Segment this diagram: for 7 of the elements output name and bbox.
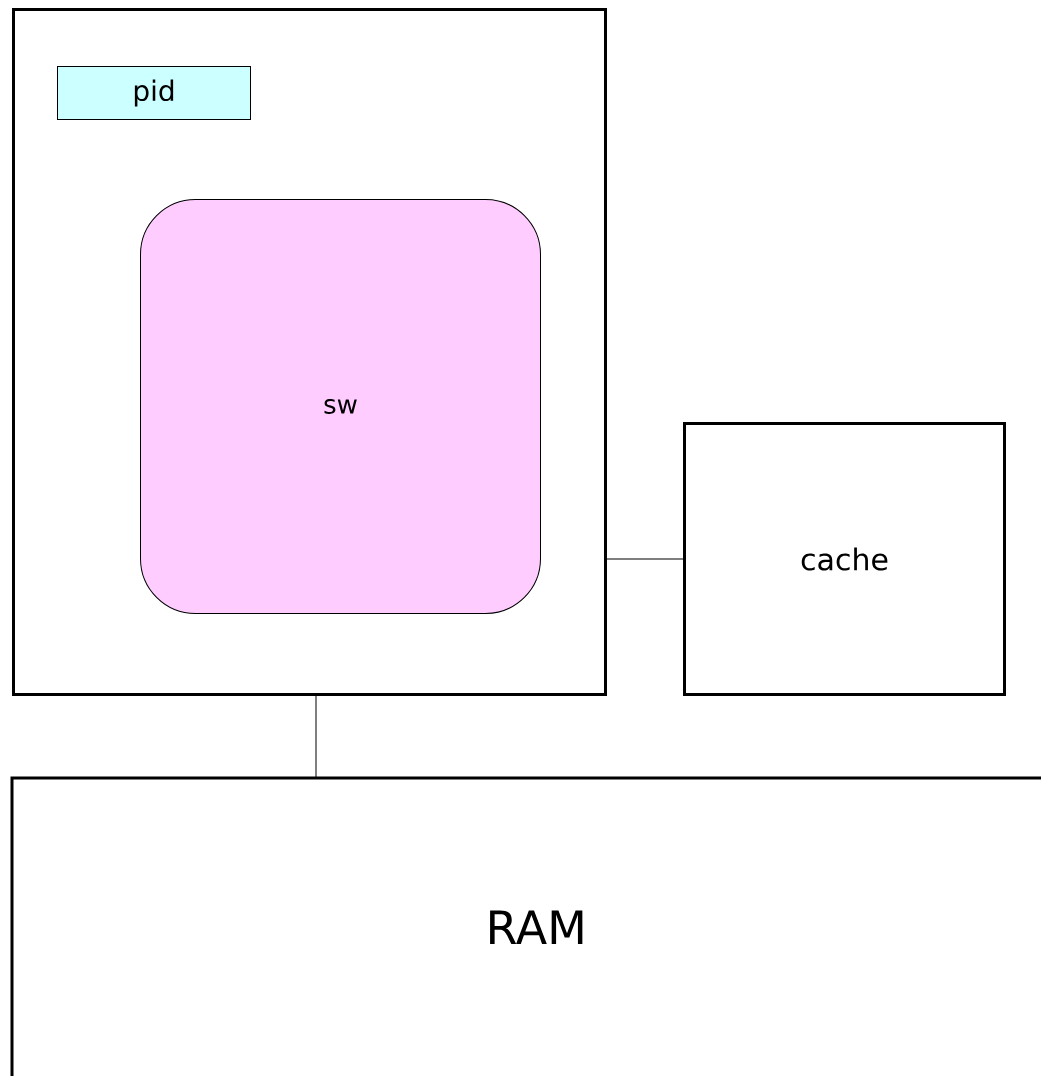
software-box: sw	[140, 199, 541, 614]
connector-line	[606, 558, 684, 560]
memory-block: RAM	[10, 776, 1041, 1076]
cache-box: cache	[683, 422, 1006, 696]
register-box: pid	[57, 66, 251, 120]
processor-box	[12, 8, 607, 696]
connector-line	[315, 695, 317, 779]
